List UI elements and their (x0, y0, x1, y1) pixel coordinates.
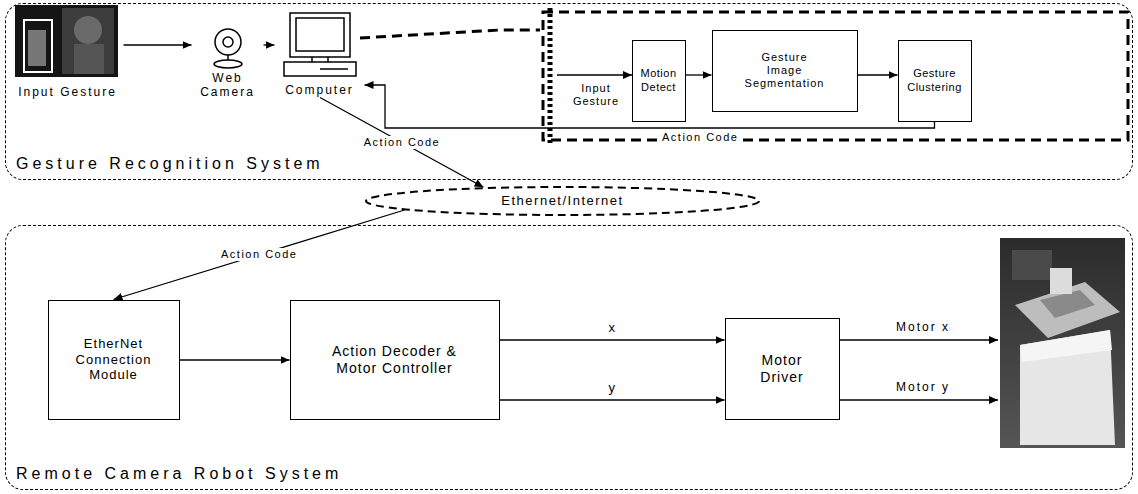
connector-arrow (500, 399, 725, 400)
connector-arrow (320, 98, 484, 188)
system-region: Gesture Recognition System Input Gesture W… (5, 3, 1133, 180)
node-label: Motor Driver (747, 352, 817, 386)
node-label: Motion Detect (636, 67, 682, 93)
driver-box: Motor Driver (725, 318, 840, 420)
process-box: Motion Detect (632, 40, 686, 122)
zoom-leader (360, 30, 540, 38)
node-label: Input Gesture (18, 85, 117, 99)
system-region: Remote Camera Robot System EtherNet Conne… (5, 225, 1133, 490)
connector-arrow (858, 74, 898, 75)
camera-icon (214, 29, 242, 68)
node-label: Web Camera (197, 71, 259, 100)
controller-box: Action Decoder & Motor Controller (290, 300, 500, 420)
gesture-photo (15, 5, 118, 77)
motor-label: Motor x (868, 320, 978, 334)
process-box: Gesture Image Segmentation (712, 30, 858, 112)
edge-label: x (607, 320, 618, 336)
edge-label: Action Code (660, 131, 740, 144)
connector-arrow (264, 44, 275, 45)
system-title: Gesture Recognition System (16, 154, 324, 173)
camera: Web Camera (192, 28, 264, 100)
edge-label: Action Code (219, 248, 299, 261)
motor-label: Motor y (868, 380, 978, 394)
node-label: Ethernet/Internet (501, 193, 623, 209)
node-label: Action Decoder & Motor Controller (310, 343, 480, 377)
network-ellipse: Ethernet/Internet (365, 186, 760, 216)
system-title: Remote Camera Robot System (16, 464, 342, 483)
edge-label: Action Code (362, 136, 442, 149)
edge-label: y (607, 380, 618, 396)
computer: Computer (275, 10, 365, 98)
node-label: Gesture Image Segmentation (745, 51, 825, 91)
connector-arrow (686, 74, 712, 75)
input-image: Input Gesture (12, 4, 124, 100)
robot-photo (1000, 238, 1125, 448)
connector-arrow (124, 44, 192, 45)
node-label: Computer (285, 83, 354, 97)
zoom-strip (548, 8, 553, 146)
motor-wire (840, 339, 998, 340)
connector-arrow (500, 339, 725, 340)
zoom-frame (543, 12, 1128, 140)
connector-arrow (114, 210, 405, 300)
process-box: Gesture Clustering (898, 40, 972, 122)
module-box: EtherNet Connection Module (48, 300, 180, 420)
node-label: Gesture Clustering (902, 67, 968, 93)
input-arrow (557, 74, 632, 75)
connector-arrow (180, 359, 290, 360)
node-label: EtherNet Connection Module (64, 336, 164, 383)
motor-wire (840, 399, 998, 400)
input-label: Input Gesture (562, 82, 630, 108)
computer-icon (284, 13, 356, 76)
